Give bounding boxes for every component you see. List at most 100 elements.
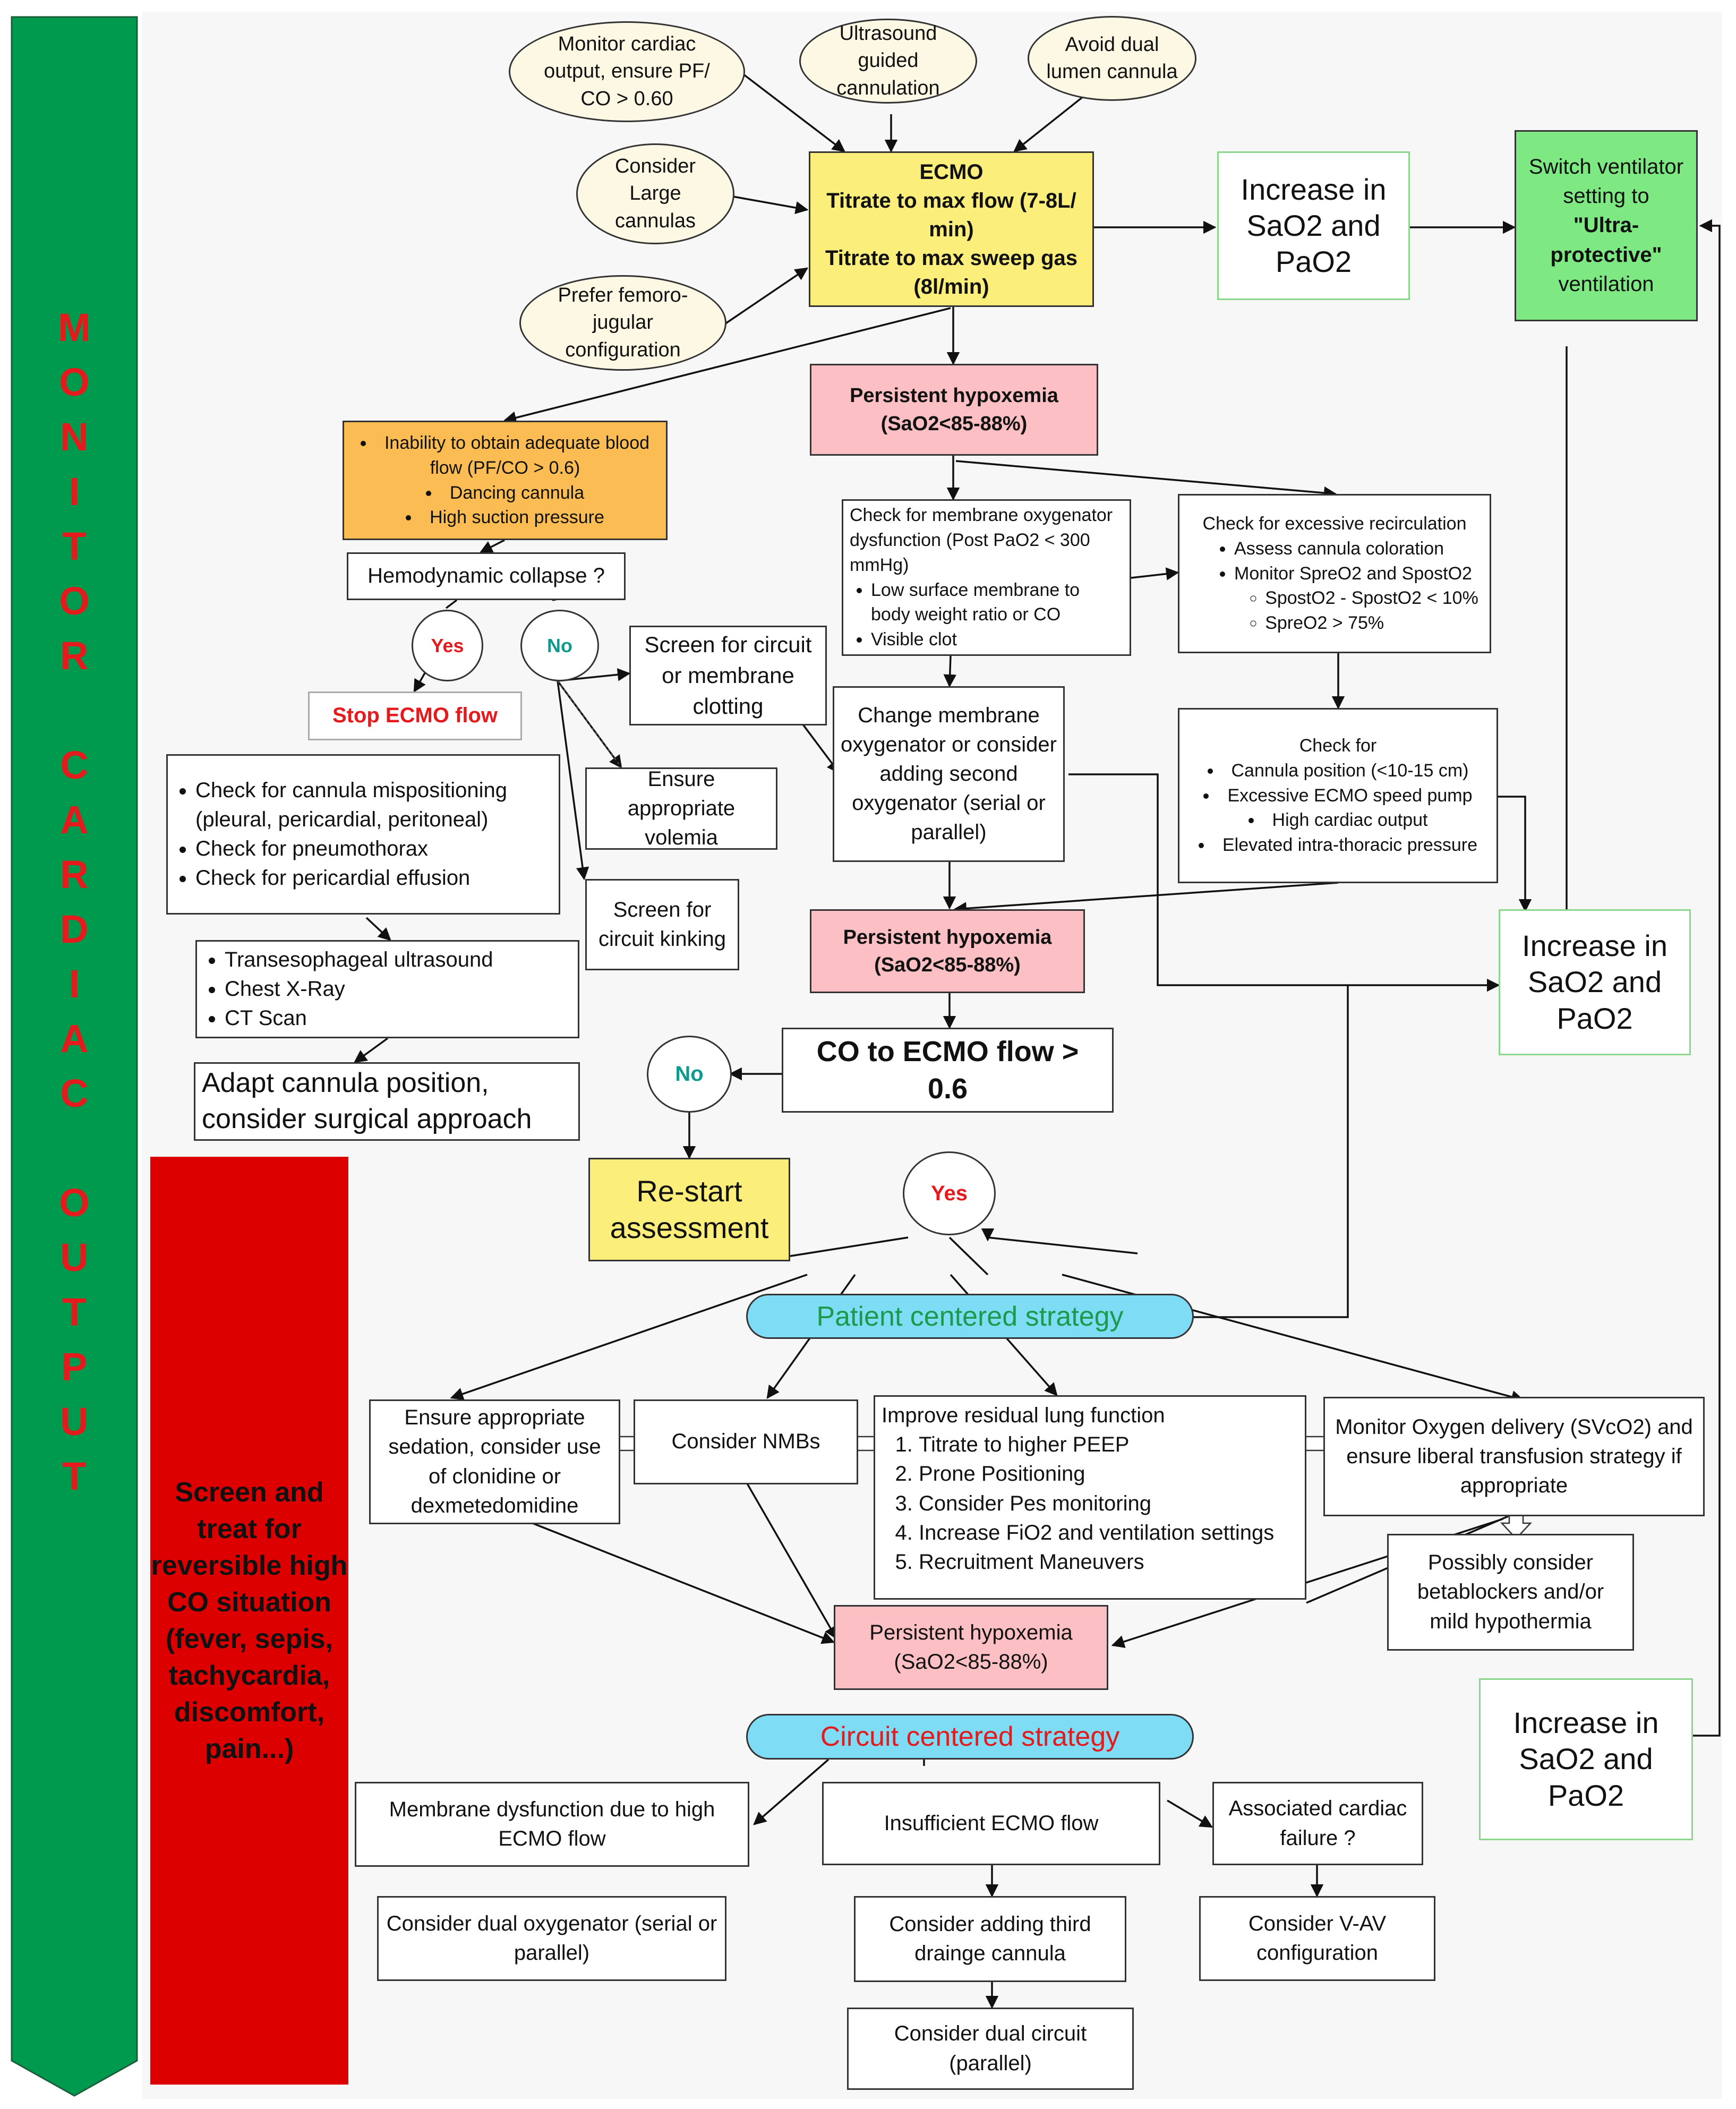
check-for-item: Cannula position (<10-15 cm)	[1199, 758, 1477, 783]
membrane-check-item: Low surface membrane to body weight rati…	[871, 578, 1123, 628]
yes-label: Yes	[931, 1181, 968, 1205]
nmbs-box: Consider NMBs	[634, 1399, 858, 1484]
hypoxemia-2-sub: (SaO2<85-88%)	[874, 954, 1021, 976]
nmbs-text: Consider NMBs	[671, 1430, 820, 1454]
check-for-list: Cannula position (<10-15 cm) Excessive E…	[1199, 758, 1477, 858]
arrow-sedation-to-hypox3	[531, 1522, 835, 1644]
oval-monitor-co: Monitor cardiac output, ensure PF/ CO > …	[509, 21, 745, 122]
hypoxemia-3-sub: (SaO2<85-88%)	[894, 1650, 1048, 1673]
check-cannula-item: Check for pericardial effusion	[195, 864, 552, 893]
switch-ventilator-box: Switch ventilator setting to "Ultra-prot…	[1515, 130, 1698, 321]
betablockers-box: Possibly consider betablockers and/or mi…	[1387, 1534, 1634, 1651]
oxygen-delivery-text: Monitor Oxygen delivery (SVcO2) and ensu…	[1335, 1415, 1693, 1498]
increase-box-3: Increase in SaO2 and PaO2	[1479, 1678, 1693, 1840]
imaging-list: Transesophageal ultrasound Chest X-Ray C…	[203, 945, 493, 1034]
banner-letter: I	[69, 469, 80, 514]
banner-letter: A	[60, 798, 89, 842]
hypoxemia-1-title: Persistent hypoxemia	[850, 385, 1058, 407]
arrow-increase3-to-switch	[1693, 219, 1721, 1737]
stop-ecmo-box: Stop ECMO flow	[308, 691, 522, 740]
oval-ultrasound: Ultrasound guided cannulation	[799, 19, 977, 104]
vav-text: Consider V-AV configuration	[1248, 1911, 1387, 1965]
check-cannula-item: Check for pneumothorax	[195, 834, 552, 864]
banner-letter: M	[58, 305, 91, 349]
circle-no-2: No	[647, 1036, 732, 1113]
increase-2-text: Increase in SaO2 and PaO2	[1522, 929, 1667, 1035]
patient-strategy-pill: Patient centered strategy	[746, 1294, 1194, 1339]
lung-function-item: Increase FiO2 and ventilation settings	[919, 1518, 1274, 1548]
insufficient-flow-box: Insufficient ECMO flow	[822, 1782, 1160, 1865]
arrow-check-to-imaging	[365, 917, 391, 941]
arrow-checkfor-to-hypox2	[953, 882, 1339, 915]
check-for-box: Check for Cannula position (<10-15 cm) E…	[1178, 708, 1498, 883]
arrow-change-to-increase2	[1068, 773, 1500, 992]
insufficient-flow-text: Insufficient ECMO flow	[884, 1811, 1099, 1835]
ensure-volemia-box: Ensure appropriate volemia	[585, 767, 777, 850]
lung-function-box: Improve residual lung function Titrate t…	[874, 1395, 1306, 1600]
arrow-nmbs-to-hypox3	[745, 1481, 837, 1640]
restart-text: Re-start assessment	[610, 1174, 769, 1244]
increase-box-1: Increase in SaO2 and PaO2	[1217, 151, 1410, 300]
third-cannula-box: Consider adding third drainge cannula	[854, 1896, 1126, 1982]
increase-3-text: Increase in SaO2 and PaO2	[1513, 1706, 1659, 1812]
oval-femoro-jugular-text: Prefer femoro-jugular configuration	[558, 284, 688, 361]
hypoxemia-box-3: Persistent hypoxemia (SaO2<85-88%)	[834, 1605, 1108, 1690]
hypoxemia-3-title: Persistent hypoxemia	[869, 1620, 1073, 1644]
banner-letter: U	[60, 1235, 89, 1279]
recirculation-title: Check for excessive recirculation	[1202, 513, 1467, 534]
arrow-femoro-to-ecmo	[724, 267, 809, 325]
sedation-text: Ensure appropriate sedation, consider us…	[388, 1406, 601, 1517]
inability-item: Inability to obtain adequate blood flow …	[350, 431, 660, 481]
banner-letter: U	[60, 1399, 89, 1444]
reversible-high-co-panel: Screen and treat for reversible high CO …	[150, 1157, 348, 2085]
circle-yes-1: Yes	[412, 610, 483, 681]
banner-letter: T	[62, 1454, 87, 1498]
arrow-monitor-to-ecmo	[742, 73, 845, 152]
check-for-item: Excessive ECMO speed pump	[1199, 783, 1477, 808]
change-membrane-text: Change membrane oxygenator or consider a…	[841, 703, 1057, 844]
arrow-membrane-to-change	[943, 655, 957, 688]
betablockers-text: Possibly consider betablockers and/or mi…	[1417, 1551, 1604, 1633]
screen-clotting-text: Screen for circuit or membrane clotting	[644, 632, 812, 719]
recirculation-subitem: SpreO2 > 75%	[1265, 611, 1478, 636]
screen-kinking-box: Screen for circuit kinking	[585, 879, 739, 970]
dual-circuit-text: Consider dual circuit (parallel)	[894, 2022, 1087, 2075]
banner-letter: N	[60, 415, 89, 459]
arrow-membrane-to-recirc	[1131, 567, 1179, 580]
check-cannula-box: Check for cannula mispositioning (pleura…	[166, 754, 560, 915]
oval-ultrasound-text: Ultrasound guided cannulation	[836, 22, 940, 99]
arrow-no-to-kinking	[557, 680, 589, 881]
line-yes-fan-left	[790, 1236, 909, 1257]
banner-letter: O	[59, 360, 90, 404]
arrow-checkfor-to-increase2	[1498, 796, 1532, 912]
banner-letter: T	[62, 524, 87, 568]
lung-function-item: Prone Positioning	[919, 1459, 1274, 1489]
inability-list: Inability to obtain adequate blood flow …	[350, 431, 660, 531]
ecmo-title: ECMO	[919, 160, 984, 184]
imaging-item: Chest X-Ray	[225, 975, 493, 1004]
no-label: No	[675, 1062, 704, 1086]
inability-item: Dancing cannula	[350, 481, 660, 506]
dual-circuit-box: Consider dual circuit (parallel)	[847, 2008, 1134, 2090]
imaging-box: Transesophageal ultrasound Chest X-Ray C…	[195, 940, 579, 1038]
oval-monitor-co-text: Monitor cardiac output, ensure PF/ CO > …	[544, 33, 710, 110]
circuit-strategy-pill: Circuit centered strategy	[746, 1714, 1194, 1760]
banner-letter: O	[59, 1181, 90, 1225]
recirculation-sublist: SpostO2 - SpostO2 < 10% SpreO2 > 75%	[1191, 586, 1478, 636]
recirculation-item: Monitor SpreO2 and SpostO2	[1234, 561, 1472, 586]
recirculation-box: Check for excessive recirculation Assess…	[1178, 494, 1491, 653]
lung-function-item: Recruitment Maneuvers	[919, 1548, 1274, 1577]
oval-large-cannulas: Consider Large cannulas	[576, 143, 734, 244]
line-yes-fan-right	[987, 1236, 1138, 1254]
dual-oxygenator-text: Consider dual oxygenator (serial or para…	[386, 1911, 717, 1965]
third-cannula-text: Consider adding third drainge cannula	[889, 1912, 1091, 1965]
oval-avoid-dual-text: Avoid dual lumen cannula	[1046, 33, 1178, 83]
recirculation-item: Assess cannula coloration	[1234, 536, 1472, 561]
membrane-check-box: Check for membrane oxygenator dysfunctio…	[842, 499, 1131, 656]
circuit-strategy-text: Circuit centered strategy	[820, 1721, 1120, 1752]
switch-ultra-protective: "Ultra-protective"	[1550, 214, 1662, 267]
adapt-cannula-text: Adapt cannula position, consider surgica…	[202, 1068, 532, 1134]
ensure-volemia-text: Ensure appropriate volemia	[627, 767, 736, 850]
